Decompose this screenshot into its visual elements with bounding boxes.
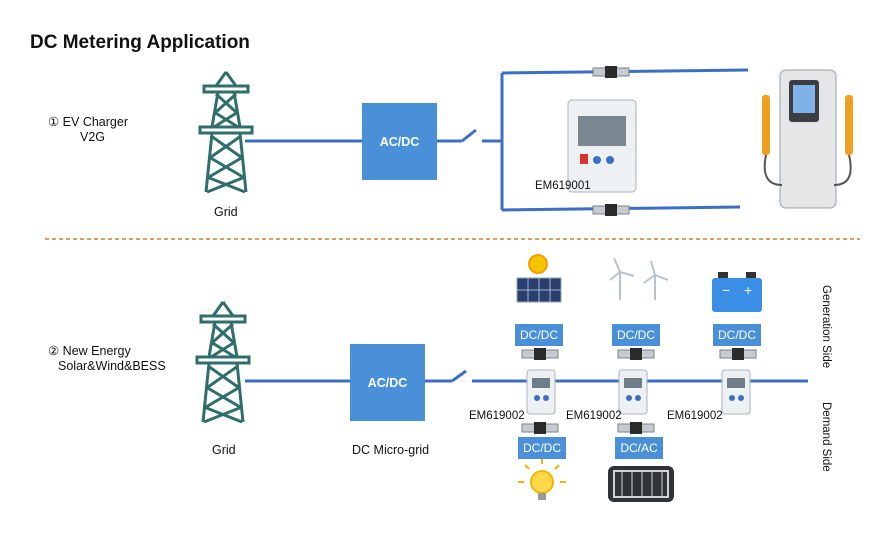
- motor-icon: [608, 466, 674, 502]
- grid-label: Grid: [214, 205, 238, 219]
- shunt-icon: [617, 347, 655, 361]
- shunt-icon: [719, 347, 757, 361]
- svg-text:−: −: [722, 282, 730, 298]
- light-bulb-icon: [518, 458, 566, 500]
- grid-tower-icon: [198, 70, 254, 194]
- meter-label: EM619002: [469, 410, 525, 422]
- grid-tower-icon: [195, 300, 251, 424]
- dc-dc-load: DC/DC: [518, 437, 566, 459]
- meter-icon: [526, 369, 556, 415]
- shunt-icon: [617, 421, 655, 435]
- demand-side-label: Demand Side: [820, 402, 832, 472]
- meter-label: EM619002: [667, 410, 723, 422]
- meter-label: EM619002: [566, 410, 622, 422]
- solar-panel-icon: [516, 254, 562, 303]
- ev-charger-icon: [762, 69, 853, 209]
- ac-dc-converter: AC/DC: [350, 344, 425, 421]
- v2g-label: V2G: [80, 130, 106, 144]
- meter-label: EM619001: [535, 180, 591, 192]
- dc-dc-wind: DC/DC: [612, 324, 660, 346]
- wind-turbine-icon: [609, 257, 669, 300]
- ev-wiring: [245, 68, 749, 212]
- shunt-icon: [592, 203, 630, 217]
- ev-charger-label: ① EV Charger: [48, 115, 128, 129]
- grid-label: Grid: [212, 443, 236, 457]
- shunt-icon: [592, 65, 630, 79]
- dc-dc-battery: DC/DC: [713, 324, 761, 346]
- dc-ac-load: DC/AC: [615, 437, 663, 459]
- shunt-icon: [521, 421, 559, 435]
- new-energy-label: ② New Energy: [48, 344, 131, 358]
- meter-icon: [618, 369, 648, 415]
- meter-icon: [721, 369, 751, 415]
- shunt-icon: [521, 347, 559, 361]
- ac-dc-converter: AC/DC: [362, 103, 437, 180]
- dc-dc-solar: DC/DC: [515, 324, 563, 346]
- page-title: DC Metering Application: [30, 32, 250, 53]
- micro-grid-label: DC Micro-grid: [352, 443, 430, 457]
- meter-icon: [567, 99, 637, 193]
- svg-text:+: +: [744, 282, 752, 298]
- generation-side-label: Generation Side: [820, 285, 832, 369]
- solar-wind-bess-label: Solar&Wind&BESS: [58, 359, 166, 373]
- battery-icon: − +: [712, 272, 762, 312]
